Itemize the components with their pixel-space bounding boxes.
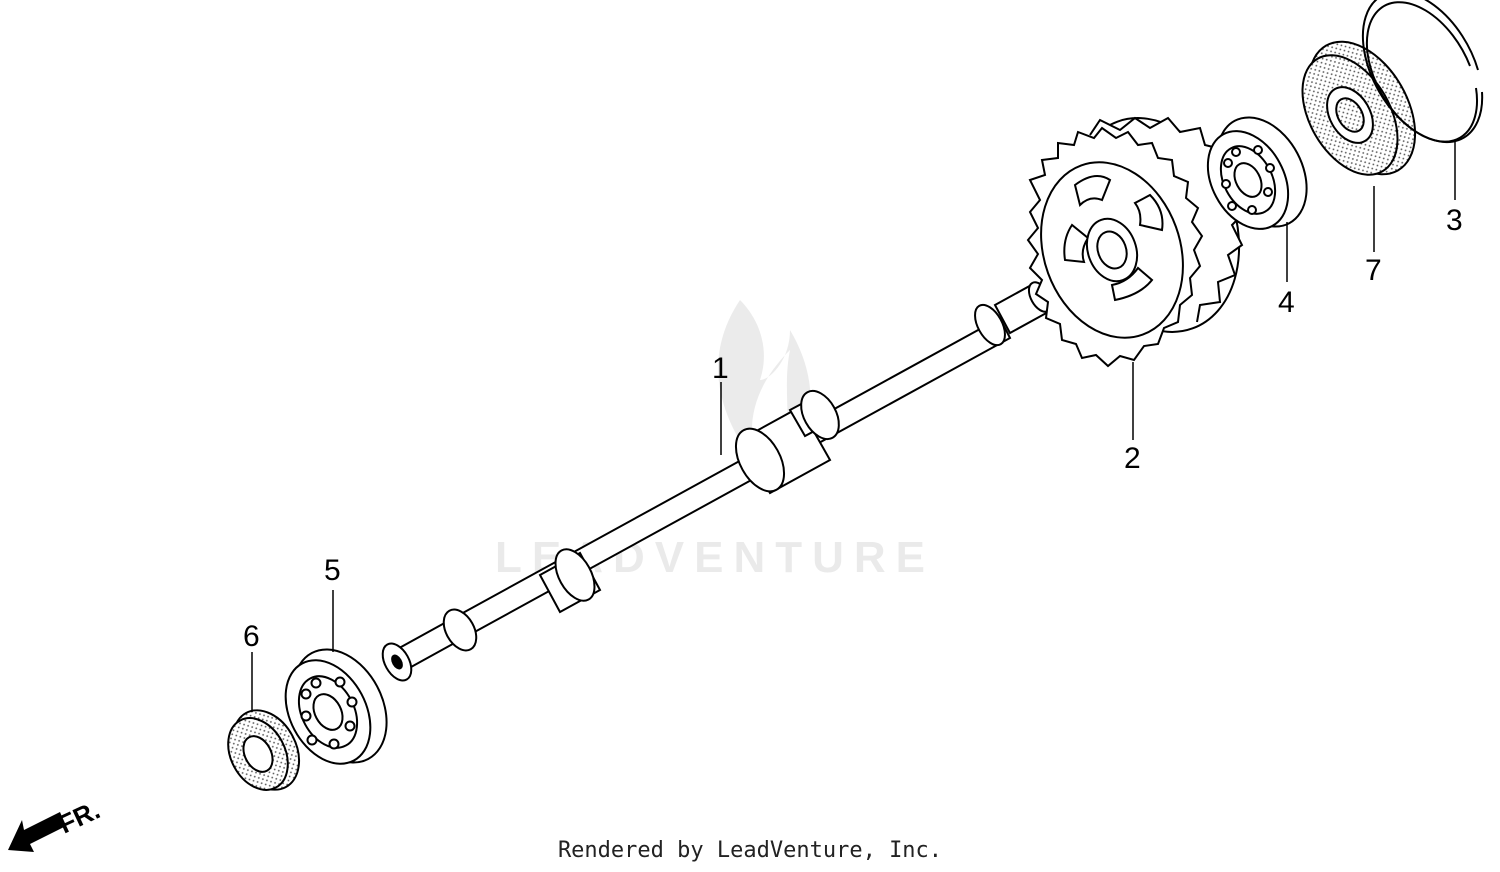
gear-part-2 bbox=[1026, 116, 1247, 368]
callout-1: 1 bbox=[712, 352, 729, 385]
footer-credit: Rendered by LeadVenture, Inc. bbox=[557, 838, 943, 863]
callout-3: 3 bbox=[1446, 204, 1463, 237]
callout-6: 6 bbox=[243, 620, 260, 653]
shaft-part-1 bbox=[381, 281, 1053, 682]
seal-part-6 bbox=[227, 709, 301, 791]
callout-2: 2 bbox=[1124, 442, 1141, 475]
callout-7: 7 bbox=[1365, 254, 1382, 287]
callout-4: 4 bbox=[1278, 286, 1295, 319]
bearing-balls bbox=[1221, 145, 1275, 215]
leader-lines bbox=[251, 140, 1456, 712]
bearing-part-5 bbox=[284, 648, 388, 765]
bearing-part-4 bbox=[1206, 116, 1308, 230]
callout-5: 5 bbox=[324, 554, 341, 587]
seal-part-7 bbox=[1301, 40, 1417, 176]
direction-label: FR. bbox=[54, 795, 105, 840]
bearing-balls bbox=[300, 676, 358, 750]
circlip-part-3 bbox=[1361, 0, 1484, 143]
arrow-icon bbox=[8, 812, 66, 852]
